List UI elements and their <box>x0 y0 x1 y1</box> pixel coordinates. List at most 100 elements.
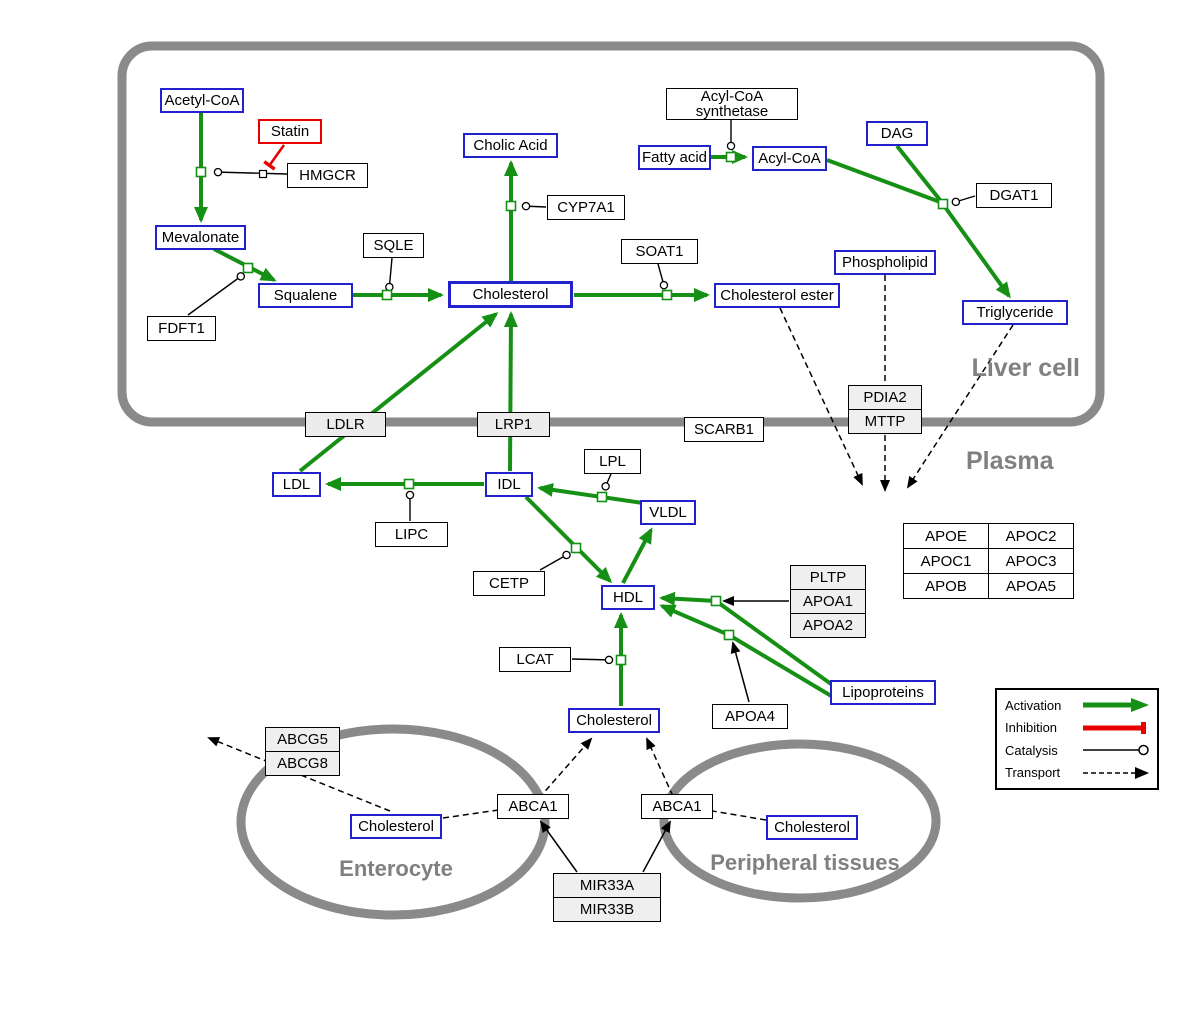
edge-lpl-catalysis <box>601 473 612 491</box>
node-hmgcr[interactable]: HMGCR <box>287 163 368 188</box>
node-mttp[interactable]: MTTP <box>848 409 922 434</box>
node-abca1-peripheral[interactable]: ABCA1 <box>641 794 713 819</box>
edge-ldl-to-liver-cholesterol <box>298 312 499 473</box>
node-acetyl-coa[interactable]: Acetyl-CoA <box>160 88 244 113</box>
node-lrp1[interactable]: LRP1 <box>477 412 550 437</box>
node-statin[interactable]: Statin <box>258 119 322 144</box>
node-phospholipid[interactable]: Phospholipid <box>834 250 936 275</box>
legend-activation-label: Activation <box>1005 697 1062 713</box>
node-scarb1[interactable]: SCARB1 <box>684 417 764 442</box>
reaction-node <box>570 542 582 554</box>
edge-statin-inhibits-hmgcr <box>263 144 286 171</box>
node-abca1-enterocyte[interactable]: ABCA1 <box>497 794 569 819</box>
reaction-node <box>615 654 627 666</box>
legend: Activation Inhibition Catalysis Transpor… <box>995 688 1159 790</box>
node-acyl-coa-2[interactable]: Acyl-CoA <box>752 146 827 171</box>
complex-pltp-apoa1-apoa2: PLTP APOA1 APOA2 <box>790 565 866 638</box>
legend-row-transport: Transport <box>1005 765 1149 780</box>
node-ldl[interactable]: LDL <box>272 472 321 497</box>
node-lipoproteins[interactable]: Lipoproteins <box>830 680 936 705</box>
node-triglyceride[interactable]: Triglyceride <box>962 300 1068 325</box>
node-soat1[interactable]: SOAT1 <box>621 239 698 264</box>
node-pltp[interactable]: PLTP <box>790 565 866 590</box>
edge-sqle-catalysis <box>385 257 394 292</box>
node-acyl-coa-synthetase[interactable]: Acyl-CoA synthetase <box>666 88 798 120</box>
edge-cetp-catalysis <box>539 550 571 571</box>
node-abcg8[interactable]: ABCG8 <box>265 751 340 776</box>
liver-cell-label: Liver cell <box>971 354 1080 382</box>
edge-soat1-catalysis <box>657 263 669 290</box>
complex-abcg5-abcg8: ABCG5 ABCG8 <box>265 727 340 776</box>
edge-hdl-to-vldl <box>621 527 653 584</box>
node-dag[interactable]: DAG <box>866 121 928 146</box>
node-apoa2[interactable]: APOA2 <box>790 613 866 638</box>
node-hdl[interactable]: HDL <box>601 585 655 610</box>
node-cholic-acid[interactable]: Cholic Acid <box>463 133 558 158</box>
reaction-node <box>381 289 393 301</box>
plasma-label: Plasma <box>966 447 1054 475</box>
node-apoa1[interactable]: APOA1 <box>790 589 866 614</box>
legend-inhibition-label: Inhibition <box>1005 720 1058 736</box>
apo-cell-apoa5[interactable]: APOA5 <box>988 573 1074 599</box>
regulation-edges <box>539 596 789 873</box>
apo-cell-apoe[interactable]: APOE <box>903 523 989 549</box>
edge-lcat-catalysis <box>571 655 614 665</box>
node-ldlr[interactable]: LDLR <box>305 412 386 437</box>
reaction-node <box>403 478 415 490</box>
node-cholesterol-plasma[interactable]: Cholesterol <box>568 708 660 733</box>
enterocyte-label: Enterocyte <box>339 856 453 881</box>
activation-arrow-glyph <box>1083 698 1149 713</box>
node-cholesterol-peripheral[interactable]: Cholesterol <box>766 815 858 840</box>
node-cholesterol-liver[interactable]: Cholesterol <box>448 281 573 308</box>
node-mir33b[interactable]: MIR33B <box>553 897 661 922</box>
node-dgat1[interactable]: DGAT1 <box>976 183 1052 208</box>
node-mevalonate[interactable]: Mevalonate <box>155 225 246 250</box>
node-cyp7a1[interactable]: CYP7A1 <box>547 195 625 220</box>
node-fatty-acid[interactable]: Fatty acid <box>638 145 711 170</box>
node-cholesterol-enterocyte[interactable]: Cholesterol <box>350 814 442 839</box>
legend-row-activation: Activation <box>1005 698 1149 713</box>
edge-dag-to-dgat-junction <box>895 144 942 202</box>
edge-dgat1-catalysis <box>951 195 976 207</box>
legend-row-inhibition: Inhibition <box>1005 720 1149 735</box>
acyl-coa-synthetase-line2: synthetase <box>695 103 769 120</box>
node-lcat[interactable]: LCAT <box>499 647 571 672</box>
node-sqle[interactable]: SQLE <box>363 233 424 258</box>
acyl-coa-synthetase-line1: Acyl-CoA <box>700 88 764 105</box>
reaction-node <box>725 151 737 163</box>
node-lipc[interactable]: LIPC <box>375 522 448 547</box>
edge-triglyceride-secretion <box>906 324 1014 489</box>
apo-cell-apoc3[interactable]: APOC3 <box>988 548 1074 574</box>
edge-hmgcr-catalysis <box>213 167 288 177</box>
edge-cholesterol-ester-secretion <box>779 307 863 486</box>
activation-edges <box>194 113 1011 706</box>
node-lpl[interactable]: LPL <box>584 449 641 474</box>
transport-arrow-glyph <box>1083 766 1149 779</box>
legend-transport-label: Transport <box>1005 765 1061 781</box>
reaction-node <box>937 198 949 210</box>
node-fdft1[interactable]: FDFT1 <box>147 316 216 341</box>
liver-cell-outline <box>117 41 1105 427</box>
edge-acylcoa-to-dgat-junction <box>826 158 941 204</box>
edge-cyp7a1-catalysis <box>521 201 547 211</box>
node-vldl[interactable]: VLDL <box>640 500 696 525</box>
node-mir33a[interactable]: MIR33A <box>553 873 661 898</box>
node-squalene[interactable]: Squalene <box>258 283 353 308</box>
node-cetp[interactable]: CETP <box>473 571 545 596</box>
node-abcg5[interactable]: ABCG5 <box>265 727 340 752</box>
apo-cell-apob[interactable]: APOB <box>903 573 989 599</box>
node-idl[interactable]: IDL <box>485 472 533 497</box>
node-apoa4[interactable]: APOA4 <box>712 704 788 729</box>
catalysis-circle-glyph <box>1083 745 1149 756</box>
apo-cell-apoc1[interactable]: APOC1 <box>903 548 989 574</box>
apolipoprotein-table: APOE APOC2 APOC1 APOC3 APOB APOA5 <box>903 523 1074 599</box>
edge-dgat-junction-to-triglyceride <box>943 205 1011 299</box>
edge-vldl-to-idl <box>537 482 644 505</box>
hmgcr-anchor-node <box>258 169 268 179</box>
node-pdia2[interactable]: PDIA2 <box>848 385 922 410</box>
node-cholesterol-ester[interactable]: Cholesterol ester <box>714 283 840 308</box>
edge-idl-to-hdl <box>524 495 613 584</box>
edge-mir33-to-abca1-enterocyte <box>539 820 578 873</box>
apo-cell-apoc2[interactable]: APOC2 <box>988 523 1074 549</box>
